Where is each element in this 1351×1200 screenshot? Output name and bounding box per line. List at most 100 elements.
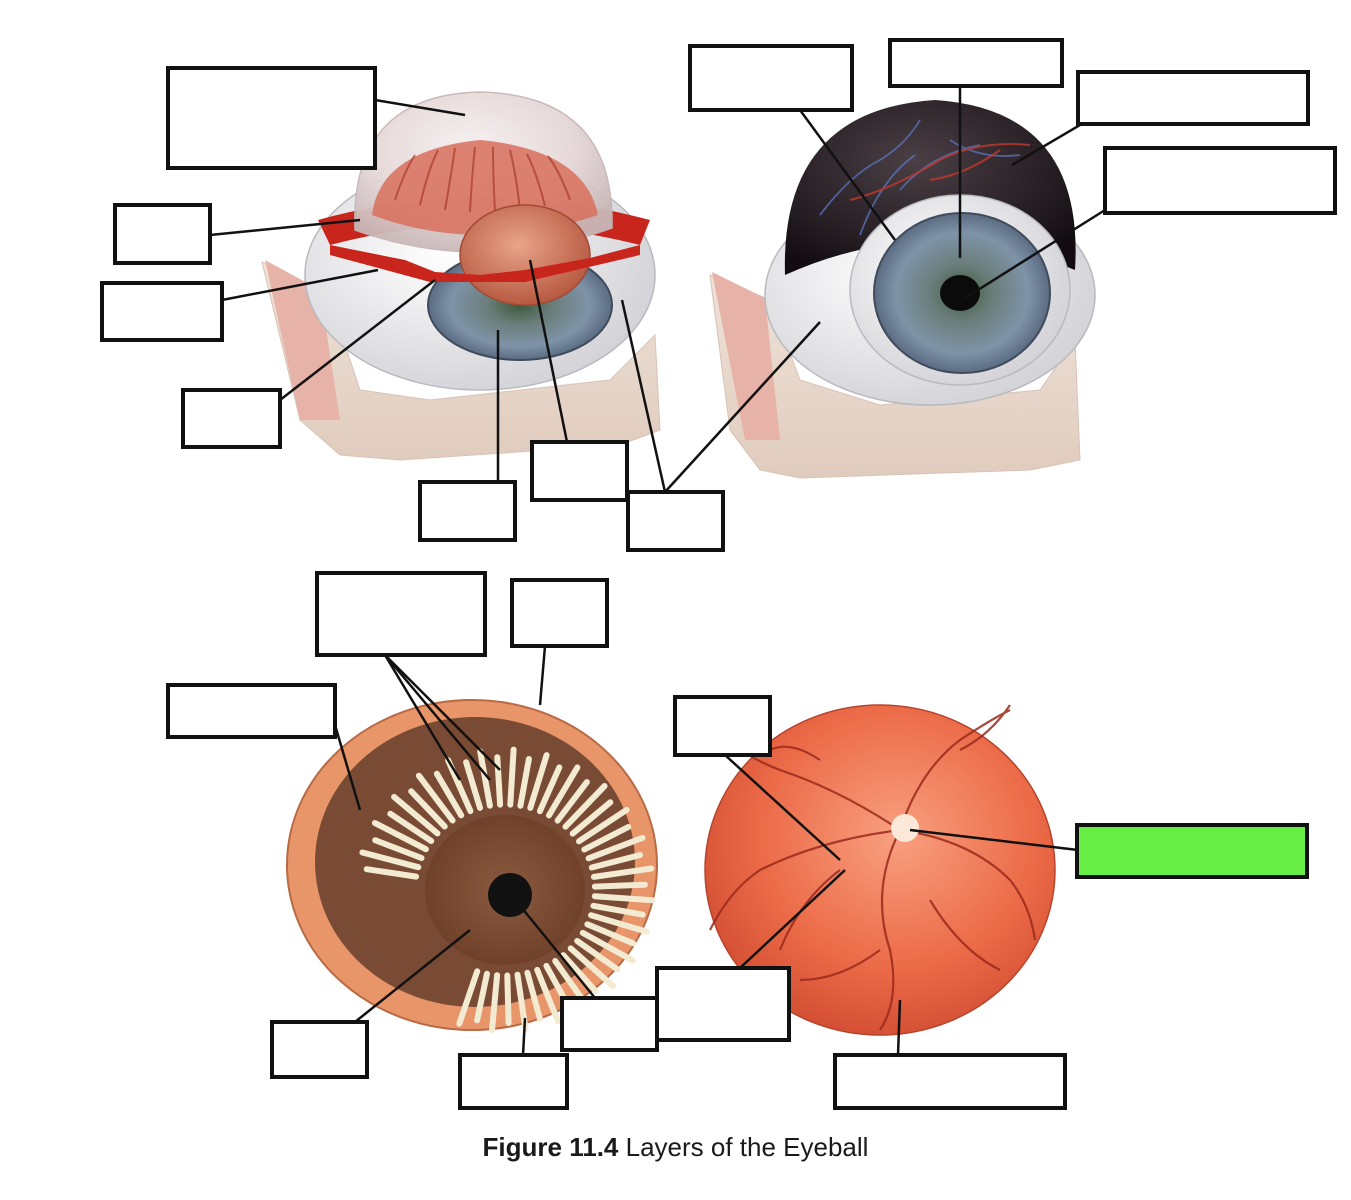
leader-line: [354, 929, 471, 1023]
top-right-box-3[interactable]: [1076, 70, 1310, 126]
bottom-left-box-4[interactable]: [270, 1020, 369, 1079]
ciliary-process: [494, 754, 504, 808]
ciliary-process: [576, 806, 630, 845]
ciliary-process: [517, 756, 532, 809]
lens-left: [459, 204, 591, 306]
ciliary-process: [359, 849, 422, 871]
bottom-right-box-1[interactable]: [673, 695, 772, 757]
ciliary-processes-bl: [359, 746, 656, 1034]
orbit-socket-right: [709, 274, 1081, 479]
ciliary-process: [474, 970, 490, 1024]
bottom-left-hemisection: [286, 699, 658, 1034]
bottom-left-box-5[interactable]: [458, 1053, 569, 1110]
top-right-box-2[interactable]: [888, 38, 1064, 88]
ciliary-fold-lines-left: [394, 146, 571, 213]
blood-vessels-red-right: [849, 143, 1031, 201]
bottom-left-box-6[interactable]: [560, 996, 659, 1052]
bottom-left-box-2[interactable]: [510, 578, 609, 648]
ciliary-process: [372, 837, 425, 861]
ciliary-process: [387, 810, 435, 844]
ciliary-process: [560, 952, 599, 995]
ciliary-process: [562, 783, 608, 830]
ciliary-process: [415, 772, 456, 824]
leader-line: [724, 754, 841, 861]
leader-line: [798, 109, 897, 241]
figure-caption-number: Figure 11.4: [482, 1132, 619, 1162]
ciliary-process: [527, 752, 550, 811]
leader-line: [521, 1017, 527, 1056]
leader-line: [333, 724, 362, 811]
ciliary-process: [504, 972, 512, 1026]
ciliary-process: [590, 865, 655, 880]
optic-disc-br: [891, 814, 919, 842]
ciliary-process: [584, 921, 637, 947]
ciliary-process: [569, 799, 614, 837]
top-left-bottom-box-2[interactable]: [530, 440, 629, 502]
bottom-right-box-3[interactable]: [655, 966, 791, 1042]
leader-line: [896, 999, 902, 1056]
bottom-right-box-2-highlighted[interactable]: [1075, 823, 1309, 879]
top-left-eye-model: [261, 91, 661, 461]
bottom-left-box-3[interactable]: [166, 683, 337, 739]
section-cut-left: [330, 245, 640, 282]
leader-line: [384, 654, 491, 781]
ciliary-process: [591, 881, 648, 890]
leader-line: [538, 645, 547, 706]
leader-line: [909, 828, 1079, 852]
leader-line: [279, 279, 436, 401]
leader-line: [384, 654, 501, 771]
leader-line: [374, 98, 466, 117]
ciliary-process: [591, 893, 656, 904]
top-left-cornea-box[interactable]: [166, 66, 377, 170]
ciliary-process: [585, 834, 646, 862]
bottom-left-box-1[interactable]: [315, 571, 487, 657]
ciliary-process: [477, 748, 493, 809]
ciliary-process: [536, 764, 563, 815]
ciliary-process: [588, 912, 650, 935]
label-boxes: [100, 38, 1337, 1110]
ciliary-process: [507, 746, 517, 808]
top-left-box-4[interactable]: [181, 388, 282, 449]
ciliary-process: [590, 902, 646, 918]
ciliary-process: [363, 866, 420, 880]
leader-line: [961, 208, 1106, 302]
ciliary-process: [391, 793, 441, 837]
shared-bottom-box[interactable]: [626, 490, 725, 552]
leader-line: [209, 218, 361, 237]
leader-line: [221, 268, 379, 302]
ciliary-process: [534, 966, 561, 1025]
top-left-bottom-box-1[interactable]: [418, 480, 517, 542]
figure-caption-text: Layers of the Eyeball: [625, 1132, 869, 1162]
leader-line: [512, 896, 596, 999]
ciliary-process: [574, 938, 621, 973]
ciliary-process: [546, 764, 581, 819]
top-right-box-1[interactable]: [688, 44, 854, 112]
leader-line: [620, 299, 667, 493]
ciliary-process: [581, 824, 632, 853]
ciliary-process: [554, 779, 590, 824]
ciliary-process: [456, 968, 481, 1027]
ciliary-process: [489, 972, 501, 1034]
top-right-eye-model: [709, 100, 1096, 479]
leader-line: [528, 259, 569, 443]
top-left-box-2[interactable]: [113, 203, 212, 265]
top-right-box-4[interactable]: [1103, 146, 1337, 215]
leader-line: [383, 654, 462, 781]
ciliary-process: [433, 770, 465, 819]
ciliary-process: [408, 788, 448, 830]
leader-line: [1011, 123, 1081, 167]
ciliary-process: [463, 759, 483, 811]
ciliary-process: [567, 945, 616, 990]
leader-lines: [209, 86, 1106, 1056]
bottom-right-box-4[interactable]: [833, 1053, 1067, 1110]
top-left-box-3[interactable]: [100, 281, 224, 342]
blood-vessels-blue-right: [819, 119, 1021, 236]
pupil-right: [940, 275, 980, 311]
ciliary-process: [579, 929, 636, 964]
ciliary-process: [524, 969, 543, 1022]
retina-hemisphere-br: [704, 704, 1056, 1036]
figure-caption: Figure 11.4 Layers of the Eyeball: [0, 1132, 1351, 1163]
ciliary-process: [371, 820, 429, 853]
